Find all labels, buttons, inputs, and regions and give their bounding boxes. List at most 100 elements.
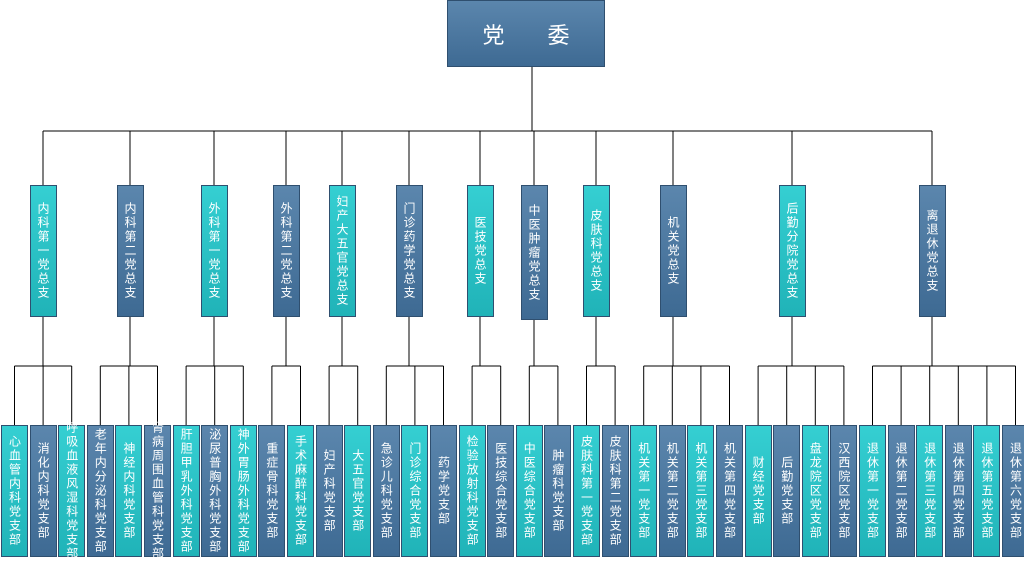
group-box-4[interactable]: 妇产大五官党总支 xyxy=(328,185,356,317)
branch-box[interactable]: 退休第二党支部 xyxy=(887,425,915,557)
branch-box[interactable]: 重症骨科党支部 xyxy=(258,425,286,557)
group-label: 妇产大五官党总支 xyxy=(335,195,349,307)
branch-label: 汉西院区党支部 xyxy=(836,442,851,540)
branch-box[interactable]: 老年内分泌科党支部 xyxy=(86,425,114,557)
group-label: 后勤分院党总支 xyxy=(785,202,799,300)
branch-label: 退休第四党支部 xyxy=(951,442,966,540)
branch-box[interactable]: 门诊综合党支部 xyxy=(401,425,429,557)
group-label: 医技党总支 xyxy=(473,216,487,286)
branch-box[interactable]: 手术麻醉科党支部 xyxy=(287,425,314,557)
branch-box[interactable]: 大五官党支部 xyxy=(344,425,372,557)
branch-label: 大五官党支部 xyxy=(350,449,365,533)
group-box-9[interactable]: 机关党总支 xyxy=(659,185,687,317)
branch-label: 重症骨科党支部 xyxy=(264,442,279,540)
branch-box[interactable]: 盘龙院区党支部 xyxy=(801,425,829,557)
branch-box[interactable]: 妇产科党支部 xyxy=(315,425,343,557)
group-label: 内科第一党总支 xyxy=(36,202,50,300)
branch-label: 机关第一党支部 xyxy=(636,442,651,540)
branch-box[interactable]: 机关第三党支部 xyxy=(687,425,715,557)
branch-box[interactable]: 机关第一党支部 xyxy=(630,425,658,557)
group-box-2[interactable]: 外科第一党总支 xyxy=(200,185,228,317)
branch-label: 退休第三党支部 xyxy=(922,442,937,540)
branch-label: 检验放射科党支部 xyxy=(465,435,480,547)
branch-box[interactable]: 机关第四党支部 xyxy=(716,425,743,557)
branch-label: 肾病周围血管科党支部 xyxy=(150,421,165,561)
branch-label: 急诊儿科党支部 xyxy=(379,442,394,540)
branch-box[interactable]: 机关第二党支部 xyxy=(658,425,686,557)
branch-box[interactable]: 消化内科党支部 xyxy=(29,425,57,557)
branch-label: 盘龙院区党支部 xyxy=(808,442,823,540)
branch-label: 消化内科党支部 xyxy=(36,442,51,540)
branch-label: 门诊综合党支部 xyxy=(407,442,422,540)
group-box-11[interactable]: 离退休党总支 xyxy=(918,185,946,317)
group-box-1[interactable]: 内科第二党总支 xyxy=(116,185,144,317)
branch-label: 手术麻醉科党支部 xyxy=(293,435,308,547)
branch-box[interactable]: 中医综合党支部 xyxy=(515,425,543,557)
group-label: 外科第二党总支 xyxy=(279,202,293,300)
branch-box[interactable]: 财经党支部 xyxy=(744,425,772,557)
branch-label: 机关第四党支部 xyxy=(722,442,737,540)
group-label: 中医肿瘤党总支 xyxy=(527,203,541,302)
root-label: 党 委 xyxy=(482,23,588,49)
group-label: 机关党总支 xyxy=(666,216,680,286)
group-label: 皮肤科党总支 xyxy=(589,209,603,293)
branch-box[interactable]: 退休第五党支部 xyxy=(973,425,1001,557)
group-box-7[interactable]: 中医肿瘤党总支 xyxy=(520,185,548,320)
branch-box[interactable]: 肾病周围血管科党支部 xyxy=(144,421,171,561)
branch-label: 医技综合党支部 xyxy=(493,442,508,540)
branch-box[interactable]: 药学党支部 xyxy=(430,425,457,557)
branch-label: 退休第一党支部 xyxy=(865,442,880,540)
branch-label: 肿瘤科党支部 xyxy=(550,449,565,533)
branch-box[interactable]: 退休第一党支部 xyxy=(859,425,886,557)
branch-box[interactable]: 医技综合党支部 xyxy=(487,425,515,557)
group-box-0[interactable]: 内科第一党总支 xyxy=(29,185,57,317)
group-box-8[interactable]: 皮肤科党总支 xyxy=(582,185,610,317)
branch-label: 退休第二党支部 xyxy=(894,442,909,540)
branch-label: 退休第六党支部 xyxy=(1008,442,1023,540)
group-label: 内科第二党总支 xyxy=(123,202,137,300)
branch-box[interactable]: 后勤党支部 xyxy=(773,425,801,557)
group-label: 外科第一党总支 xyxy=(207,202,221,300)
branch-label: 机关第二党支部 xyxy=(665,442,680,540)
group-box-10[interactable]: 后勤分院党总支 xyxy=(778,185,806,317)
branch-box[interactable]: 检验放射科党支部 xyxy=(458,425,486,557)
branch-label: 后勤党支部 xyxy=(779,456,794,526)
branch-box[interactable]: 退休第四党支部 xyxy=(944,425,972,557)
branch-box[interactable]: 汉西院区党支部 xyxy=(830,425,858,557)
group-label: 离退休党总支 xyxy=(925,209,939,293)
branch-box[interactable]: 肝胆甲乳外科党支部 xyxy=(172,425,200,557)
branch-label: 退休第五党支部 xyxy=(979,442,994,540)
branch-box[interactable]: 皮肤科第二党支部 xyxy=(601,425,629,557)
branch-label: 肝胆甲乳外科党支部 xyxy=(179,428,194,554)
branch-box[interactable]: 退休第三党支部 xyxy=(916,425,944,557)
branch-box[interactable]: 皮肤科第一党支部 xyxy=(573,425,600,557)
branch-label: 机关第三党支部 xyxy=(693,442,708,540)
branch-box[interactable]: 心血管内科党支部 xyxy=(1,425,28,557)
branch-box[interactable]: 泌尿普胸外科党支部 xyxy=(201,425,229,557)
branch-label: 泌尿普胸外科党支部 xyxy=(207,428,222,554)
branch-label: 财经党支部 xyxy=(751,456,766,526)
group-box-6[interactable]: 医技党总支 xyxy=(466,185,494,317)
branch-label: 心血管内科党支部 xyxy=(7,435,22,547)
branch-label: 皮肤科第一党支部 xyxy=(579,435,594,547)
branch-label: 呼吸血液风湿科党支部 xyxy=(64,421,79,561)
branch-label: 皮肤科第二党支部 xyxy=(608,435,623,547)
group-box-5[interactable]: 门诊药学党总支 xyxy=(395,185,423,317)
branch-label: 神经内科党支部 xyxy=(121,442,136,540)
branch-box[interactable]: 呼吸血液风湿科党支部 xyxy=(58,421,86,561)
branch-box[interactable]: 神经内科党支部 xyxy=(115,425,143,557)
branch-box[interactable]: 神外胃肠外科党支部 xyxy=(229,425,257,557)
branch-label: 老年内分泌科党支部 xyxy=(93,428,108,554)
branch-box[interactable]: 急诊儿科党支部 xyxy=(372,425,400,557)
branch-label: 神外胃肠外科党支部 xyxy=(236,428,251,554)
root-party-committee[interactable]: 党 委 xyxy=(447,0,605,67)
branch-label: 药学党支部 xyxy=(436,456,451,526)
branch-label: 中医综合党支部 xyxy=(522,442,537,540)
branch-label: 妇产科党支部 xyxy=(322,449,337,533)
group-label: 门诊药学党总支 xyxy=(402,202,416,300)
branch-box[interactable]: 肿瘤科党支部 xyxy=(544,425,572,557)
branch-box[interactable]: 退休第六党支部 xyxy=(1002,425,1024,557)
group-box-3[interactable]: 外科第二党总支 xyxy=(272,185,300,317)
